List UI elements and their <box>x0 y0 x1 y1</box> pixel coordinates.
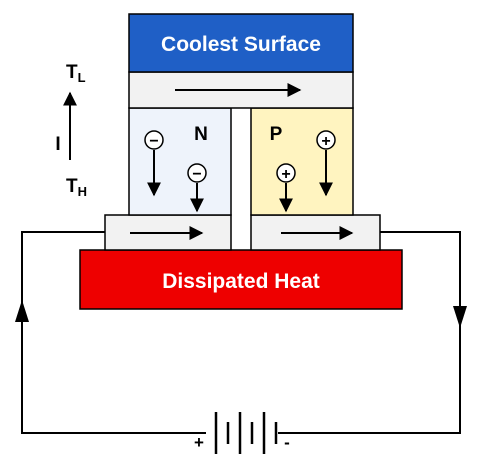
hole-1: + <box>316 130 336 150</box>
temp-high-main: T <box>66 176 78 197</box>
temp-low-main: T <box>66 62 78 83</box>
p-type-block <box>250 107 354 216</box>
hole-1-sign: + <box>321 133 330 150</box>
temp-low-label: TL <box>66 62 86 85</box>
electron-2-sign: − <box>192 166 201 183</box>
circuit-wires <box>21 231 461 434</box>
p-label: P <box>270 124 283 145</box>
electron-1-sign: − <box>149 133 158 150</box>
n-type-block <box>128 107 232 216</box>
temp-high-sub: H <box>78 184 87 199</box>
n-label: N <box>194 124 208 145</box>
temp-low-sub: L <box>78 70 86 85</box>
electron-2: − <box>187 163 207 183</box>
hole-2: + <box>276 163 296 183</box>
battery-minus-label: - <box>284 433 290 452</box>
wire-arrow-down <box>453 306 467 328</box>
current-label: I <box>55 134 60 155</box>
hot-plate <box>79 249 403 310</box>
battery-plus-label: + <box>194 433 204 452</box>
hot-plate-label: Dissipated Heat <box>162 270 320 293</box>
cool-plate <box>128 13 354 73</box>
temp-high-label: TH <box>66 176 87 199</box>
electron-1: − <box>144 130 164 150</box>
wire-arrow-up <box>15 300 29 322</box>
cool-plate-label: Coolest Surface <box>161 33 321 56</box>
battery-icon <box>214 412 278 454</box>
hole-2-sign: + <box>281 166 290 183</box>
